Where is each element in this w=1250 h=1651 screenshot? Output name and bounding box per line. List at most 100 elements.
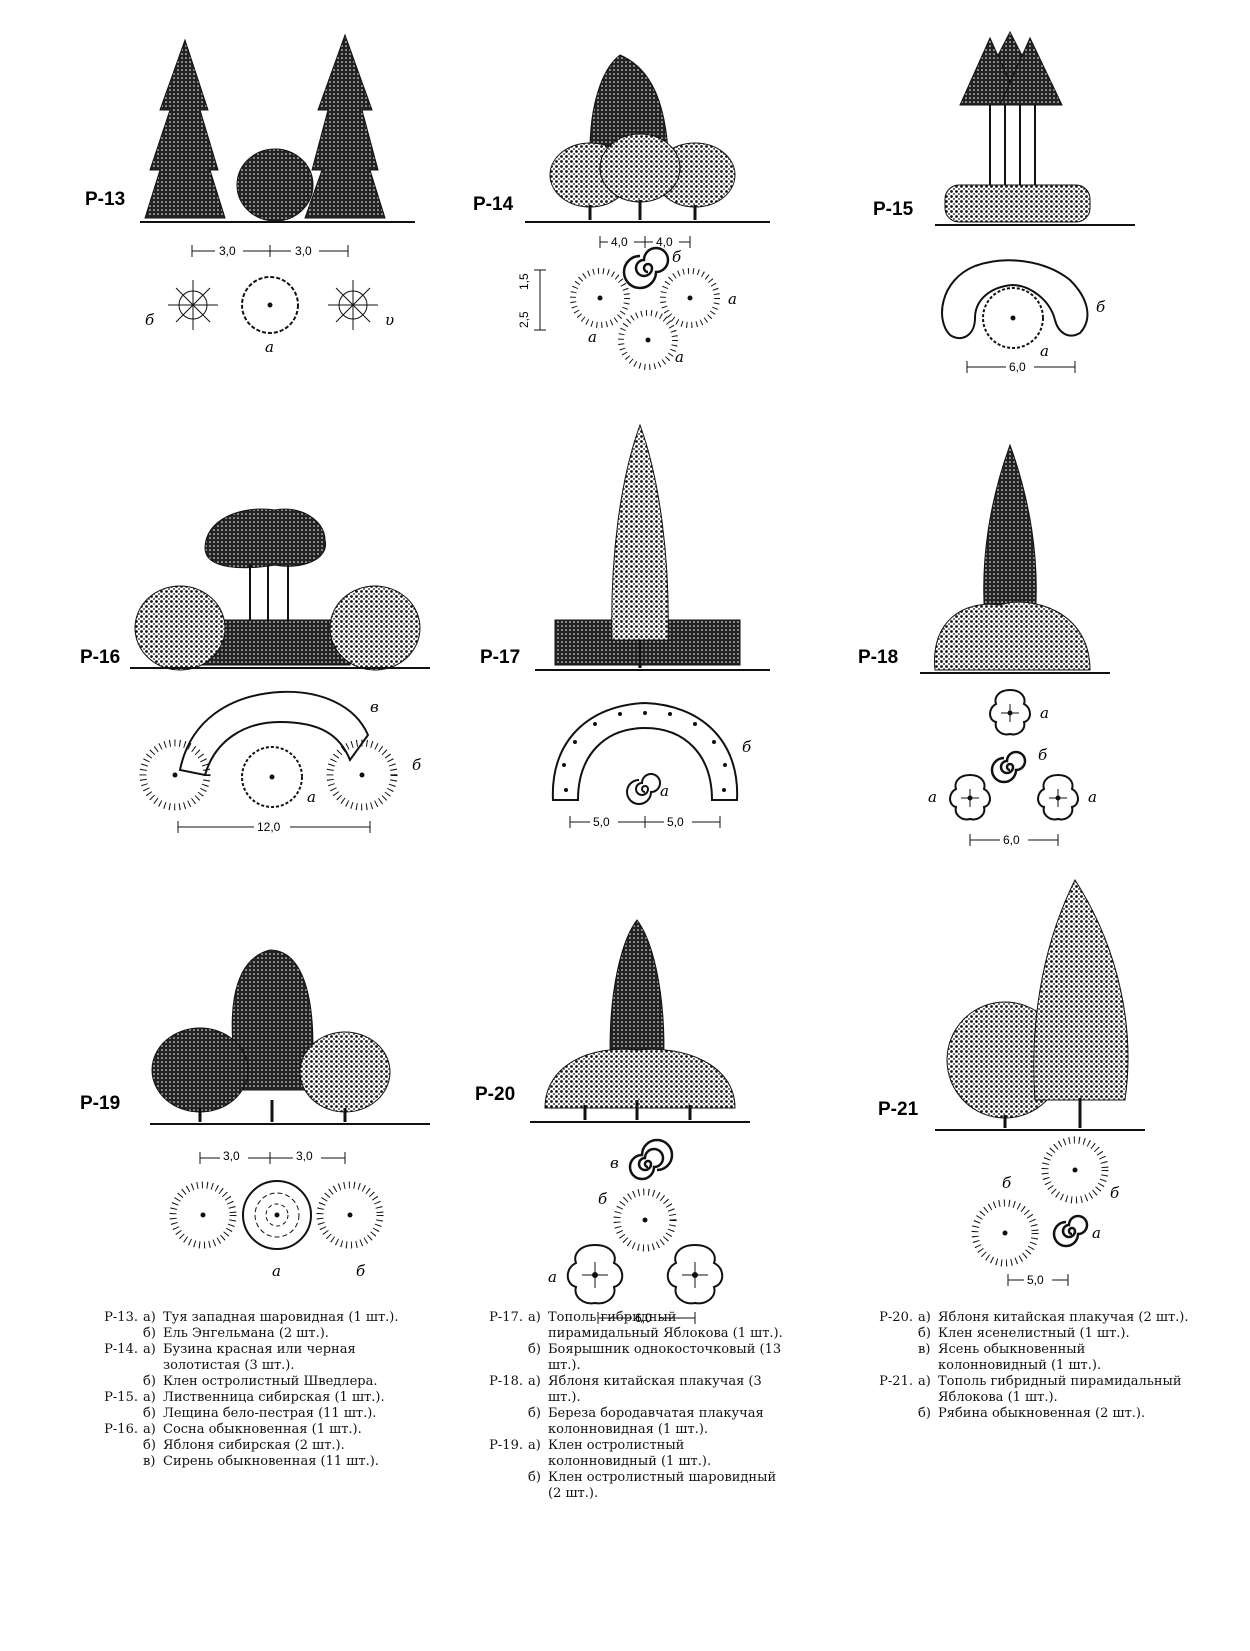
legend-code (865, 1326, 918, 1342)
legend-code: Р-16. (104, 1422, 138, 1437)
plan-drawing: а б (169, 1180, 384, 1280)
elevation-drawing (935, 30, 1135, 226)
legend-sub: а) (143, 1390, 156, 1405)
plan-drawing: а б а а 6,0 (928, 688, 1097, 847)
legend-sub: а) (143, 1310, 156, 1325)
legend-sub: а) (528, 1374, 541, 1389)
plate-label: Р-16 (80, 647, 120, 668)
legend-text: Ясень обыкновенный колонновидный (1 шт.)… (938, 1342, 1102, 1373)
legend-entry: в)Ясень обыкновенный колонновидный (1 шт… (865, 1342, 1190, 1374)
legend-sub: а) (143, 1342, 156, 1357)
plan-letter: б (412, 756, 422, 774)
plate-p13: Р-13 3,0 3,0 б а υ (85, 33, 415, 356)
plan-letter: в (370, 698, 379, 716)
plate-p19: Р-19 3,0 3,0 а б (80, 949, 430, 1280)
legend-code (475, 1470, 528, 1502)
legend-code (90, 1454, 143, 1470)
plate-label: Р-19 (80, 1093, 120, 1114)
legend-column-3: Р-20.а)Яблоня китайская плакучая (2 шт.)… (865, 1310, 1190, 1422)
legend-sub: б) (143, 1438, 156, 1453)
plan-letter: а (265, 338, 274, 356)
dimension-label: 3,0 (219, 244, 236, 258)
plan-letter: а (1092, 1224, 1101, 1242)
legend-text: Береза бородавчатая плакучая колонновидн… (548, 1406, 764, 1437)
elevation-drawing (535, 423, 770, 671)
legend-code: Р-13. (104, 1310, 138, 1325)
legend-code (90, 1406, 143, 1422)
plan-letter: а (1040, 704, 1049, 722)
plate-label: Р-15 (873, 199, 914, 220)
plan-letter: б (1110, 1184, 1120, 1202)
plan-letter: а (307, 788, 316, 806)
dimension-label: 6,0 (1003, 833, 1020, 847)
legend-code: Р-14. (104, 1342, 138, 1357)
legend-sub: б) (528, 1342, 541, 1357)
dimension-label: 1,5 (517, 273, 531, 290)
legend-sub: б) (528, 1470, 541, 1485)
plan-letter: б (598, 1190, 608, 1208)
legend-entry: Р-14. а) Бузина красная или черная золотис… (90, 1342, 415, 1374)
legend-entry: б)Рябина обыкновенная (2 шт.). (865, 1406, 1190, 1422)
legend-sub: в) (143, 1454, 156, 1469)
legend-entry: в)Сирень обыкновенная (11 шт.). (90, 1454, 415, 1470)
legend-code: Р-21. (879, 1374, 913, 1389)
dimension-label: 3,0 (296, 1149, 313, 1163)
dimension-label: 2,5 (517, 311, 531, 328)
legend-text: Яблоня китайская плакучая (2 шт.). (938, 1310, 1189, 1325)
legend-entry: Р-15.а)Лиственница сибирская (1 шт.). (90, 1390, 415, 1406)
plan-drawing: б б а 5,0 (971, 1136, 1120, 1287)
plan-letter: б (356, 1262, 366, 1280)
legend-text: Яблоня сибирская (2 шт.). (163, 1438, 345, 1453)
legend-text: Тополь гибридный пирамидальный Яблокова … (938, 1374, 1182, 1405)
legend-column-1: Р-13.а)Туя западная шаровидная (1 шт.). … (90, 1310, 415, 1470)
legend-text: Клен остролистный колонновидный (1 шт.). (548, 1438, 712, 1469)
plan-letter: а (548, 1268, 557, 1286)
dimension-label: 5,0 (593, 815, 610, 829)
elevation-drawing (525, 54, 770, 223)
legend-sub: б) (918, 1326, 931, 1341)
plan-letter: а (675, 348, 684, 366)
dimension-label: 5,0 (667, 815, 684, 829)
legend-text: Рябина обыкновенная (2 шт.). (938, 1406, 1146, 1421)
plate-label: Р-20 (475, 1084, 515, 1105)
plan-letter: в (610, 1154, 619, 1172)
elevation-drawing (140, 33, 415, 223)
legend-entry: б) Яблоня сибирская (2 шт.). (90, 1438, 415, 1454)
elevation-drawing (150, 949, 430, 1125)
plate-p16: Р-16 в б а 12,0 (80, 508, 430, 834)
legend-sub: б) (143, 1374, 156, 1389)
legend-text: Туя западная шаровидная (1 шт.). (163, 1310, 399, 1325)
legend-text: Боярышник однокосточковый (13 шт.). (548, 1342, 782, 1373)
plate-label: Р-17 (480, 647, 520, 668)
plan-letter: б (1002, 1174, 1012, 1192)
dimension-label: 5,0 (1027, 1273, 1044, 1287)
legend-entry: б)Береза бородавчатая плакучая колоннови… (475, 1406, 785, 1438)
legend-text: Бузина красная или черная золотистая (3 … (163, 1342, 356, 1373)
legend-entry: б)Клен остролистный Шведлера. (90, 1374, 415, 1390)
dimension-line: 4,0 4,0 2,5 1,5 (517, 234, 691, 331)
legend-code (865, 1406, 918, 1422)
legend-code: Р-20. (879, 1310, 913, 1325)
legend-sub: а) (528, 1438, 541, 1453)
plan-drawing: в б а 6,0 (548, 1138, 724, 1325)
plan-letter: а (588, 328, 597, 346)
legend-code (90, 1438, 143, 1454)
plan-drawing: в б а 12,0 (139, 690, 422, 834)
legend-code (865, 1342, 918, 1374)
dimension-label: 12,0 (257, 820, 281, 834)
legend-entry: Р-13. а) Туя западная шаровидная (1 шт.). (90, 1310, 415, 1326)
legend-text: Сосна обыкновенная (1 шт.). (163, 1422, 362, 1437)
legend-sub: а) (143, 1422, 156, 1437)
legend-entry: б) Боярышник однокосточковый (13 шт.). (475, 1342, 785, 1374)
plan-letter: а (1040, 342, 1049, 360)
legend-entry: б)Ель Энгельмана (2 шт.). (90, 1326, 415, 1342)
plate-label: Р-21 (878, 1099, 919, 1120)
legend-sub: а) (528, 1310, 541, 1325)
legend-entry: Р-16. а) Сосна обыкновенная (1 шт.). (90, 1422, 415, 1438)
plate-p14: Р-14 4,0 4,0 2,5 1,5 (473, 54, 770, 370)
dimension-line: 3,0 3,0 (199, 1148, 346, 1164)
legend-code (90, 1374, 143, 1390)
legend-text: Клен остролистный шаровидный (2 шт.). (548, 1470, 777, 1501)
plan-letter: υ (385, 311, 394, 329)
